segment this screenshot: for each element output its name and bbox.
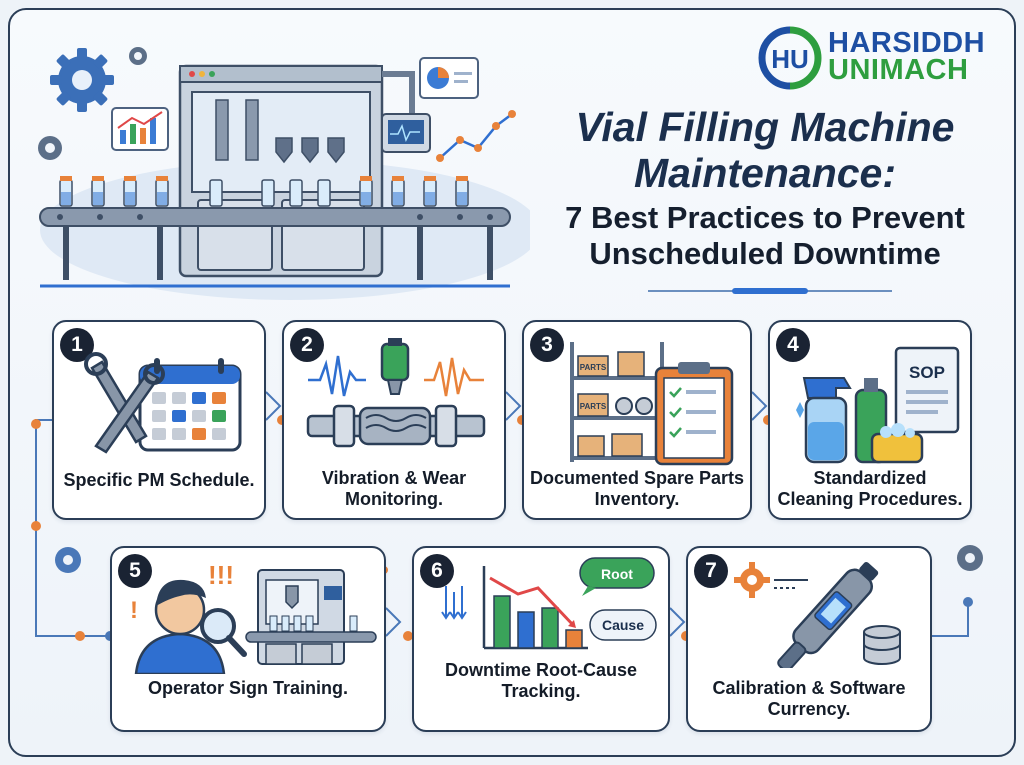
alert-marks: !!! <box>208 560 234 590</box>
step-card-5[interactable]: 5 !!! ! Operator Sign Training. <box>110 546 386 732</box>
brand-name-line2: UNIMACH <box>828 54 969 86</box>
large-gear-icon <box>50 48 114 112</box>
parts-box-label: PARTS <box>580 363 607 372</box>
step-card-1[interactable]: 1 Specific PM Schedule. <box>52 320 266 520</box>
svg-text:!: ! <box>130 597 138 624</box>
parts-box-label: PARTS <box>580 402 607 411</box>
step-label: Standardized Cleaning Procedures. <box>777 468 963 509</box>
downtime-chart-icon: Root Cause <box>441 557 657 650</box>
step-number-badge: 5 <box>118 554 152 588</box>
vibration-sensor-icon <box>306 338 486 448</box>
page-subtitle: 7 Best Practices to Prevent Unscheduled … <box>565 200 965 271</box>
parts-shelf-checklist-icon: PARTS PARTS <box>570 342 734 466</box>
page-title: Vial Filling Machine Maintenance: <box>575 104 955 196</box>
bar-chart-card-icon <box>111 107 169 151</box>
cause-bubble-text: Cause <box>602 617 644 633</box>
sop-book-label: SOP <box>909 363 945 382</box>
calibration-tool-icon <box>734 562 901 668</box>
step-number-badge: 3 <box>530 328 564 362</box>
step-number-badge: 4 <box>776 328 810 362</box>
step-number-badge: 7 <box>694 554 728 588</box>
svg-text:HU: HU <box>771 44 809 74</box>
pie-chart-card-icon <box>419 57 479 99</box>
small-gear-icon <box>38 47 147 160</box>
step-number-badge: 6 <box>420 554 454 588</box>
step-label: Documented Spare Parts Inventory. <box>529 468 745 509</box>
step-card-4[interactable]: 4 SOP Standardized Cleaning Procedures. <box>768 320 972 520</box>
cleaning-sop-icon: SOP <box>796 346 960 464</box>
step-label: Specific PM Schedule. <box>63 470 255 490</box>
step-label: Downtime Root-Cause Tracking. <box>444 660 637 701</box>
vial-filling-machine-illustration <box>38 47 530 300</box>
step-number-badge: 2 <box>290 328 324 362</box>
step-card-3[interactable]: 3 PARTS PARTS Documented Spare Parts Inv… <box>522 320 752 520</box>
brand-logo: HU HARSIDDH UNIMACH <box>758 26 998 90</box>
root-bubble-text: Root <box>601 566 633 582</box>
step-card-7[interactable]: 7 Calibration & Software Currency. <box>686 546 932 732</box>
title-divider-accent <box>732 288 808 294</box>
hu-monogram-icon: HU <box>758 26 822 90</box>
step-label: Operator Sign Training. <box>147 678 349 698</box>
step-label: Vibration & Wear Monitoring. <box>321 468 467 509</box>
step-card-2[interactable]: 2 Vibration & Wear Monitoring. <box>282 320 506 520</box>
operator-inspection-icon: !!! ! <box>130 560 377 674</box>
wrench-calendar-icon <box>84 352 242 454</box>
brand-name-line1: HARSIDDH <box>828 27 986 59</box>
title-block: Vial Filling Machine Maintenance: 7 Best… <box>520 104 1010 272</box>
step-label: Calibration & Software Currency. <box>712 678 906 719</box>
step-card-6[interactable]: 6 Root Cause Downtime Root-Cause Trackin… <box>412 546 670 732</box>
